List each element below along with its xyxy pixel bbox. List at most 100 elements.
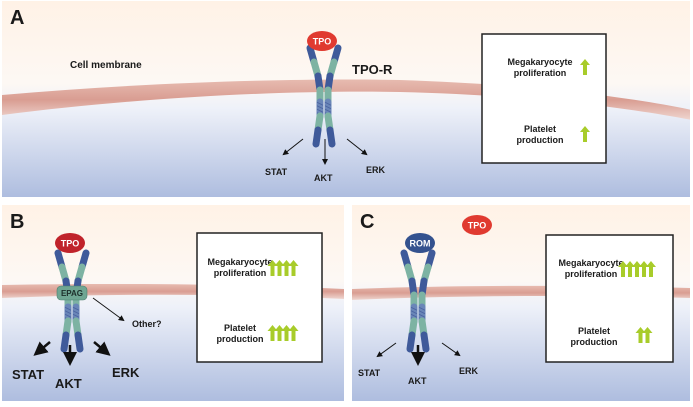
signal-arrow-erk [441, 342, 461, 357]
coil-mark [324, 101, 332, 106]
tpo-ligand: TPO [462, 215, 492, 235]
svg-text:TPO: TPO [313, 37, 332, 47]
coil-mark [64, 313, 72, 318]
signal-stat: STAT [265, 167, 288, 177]
up-arrow-icon [639, 261, 649, 277]
coil-mark [316, 105, 324, 110]
signal-arrow-erk [93, 341, 111, 356]
signal-stat: STAT [12, 367, 44, 382]
coil-mark [418, 313, 426, 318]
coil-mark [418, 310, 426, 315]
effects-box: Megakaryocyte proliferation Platelet pro… [196, 232, 323, 363]
effect-platelet-line1: Platelet [524, 124, 556, 134]
signal-akt: AKT [55, 376, 82, 391]
svg-text:TPO: TPO [61, 239, 80, 249]
coil-mark [418, 306, 426, 311]
svg-text:EPAG: EPAG [61, 289, 83, 298]
coil-mark [410, 310, 418, 315]
up-arrow-icon [625, 261, 635, 277]
tpo-ligand: TPO [307, 31, 337, 51]
coil-mark [72, 310, 80, 315]
up-arrow-icon [618, 261, 628, 277]
coil-mark [410, 306, 418, 311]
effect-platelet-line2: production [571, 337, 618, 347]
panel-a: A Cell membrane TPO-R TPO STAT AKT ERK M… [2, 1, 690, 197]
signal-akt: AKT [408, 376, 427, 386]
receptor-label: TPO-R [352, 62, 393, 77]
panel-b: B TPO EPAG Other? STAT AKT ERK Megakaryo… [2, 205, 344, 401]
panel-letter: A [10, 7, 24, 29]
up-arrow-icon [267, 325, 278, 341]
effect-platelet-line2: production [217, 334, 264, 344]
signal-erk: ERK [366, 165, 386, 175]
receptor-segment [326, 126, 336, 148]
up-arrow-icon [635, 327, 646, 343]
receptor-segment [74, 331, 84, 353]
receptor-segment [60, 331, 70, 353]
coil-mark [324, 105, 332, 110]
coil-mark [410, 313, 418, 318]
up-arrow-icon [288, 325, 299, 341]
epag-drug: EPAG [56, 285, 88, 301]
up-arrows-platelet [635, 327, 653, 343]
receptor-segment [406, 331, 416, 353]
coil-mark [316, 101, 324, 106]
panel-letter: B [10, 211, 24, 233]
up-arrow-icon [288, 260, 299, 276]
up-arrows-platelet [580, 126, 590, 142]
up-arrows-platelet [267, 325, 299, 341]
membrane-label: Cell membrane [70, 60, 142, 71]
effect-megakaryocyte-line2: proliferation [565, 269, 618, 279]
tpo-receptor [54, 249, 90, 353]
rom-drug: ROM [405, 233, 435, 253]
effect-platelet-line1: Platelet [578, 326, 610, 336]
tpo-receptor [306, 44, 342, 148]
coil-mark [64, 306, 72, 311]
svg-text:TPO: TPO [468, 221, 487, 231]
effect-megakaryocyte-line2: proliferation [514, 68, 567, 78]
up-arrows-megakaryocyte [618, 261, 656, 277]
up-arrow-icon [646, 261, 656, 277]
coil-mark [72, 306, 80, 311]
signal-erk: ERK [112, 365, 140, 380]
effect-platelet-line1: Platelet [224, 323, 256, 333]
signal-stat: STAT [358, 368, 381, 378]
signal-arrow-stat [376, 342, 397, 358]
svg-text:ROM: ROM [410, 239, 431, 249]
panel-c: C ROM TPO STAT AKT ERK Megakaryocyte pro… [352, 205, 690, 401]
up-arrow-icon [580, 126, 590, 142]
receptor-segment [312, 126, 322, 148]
tpo-receptor [400, 249, 436, 353]
receptor-segment [420, 331, 430, 353]
effects-box: Megakaryocyte proliferation Platelet pro… [481, 33, 607, 164]
up-arrow-icon [642, 327, 653, 343]
coil-mark [72, 313, 80, 318]
signal-arrow-stat [33, 341, 51, 356]
coil-mark [64, 310, 72, 315]
up-arrows-megakaryocyte [580, 59, 590, 75]
up-arrow-icon [580, 59, 590, 75]
up-arrow-icon [632, 261, 642, 277]
up-arrow-icon [267, 260, 278, 276]
up-arrows-megakaryocyte [267, 260, 299, 276]
effect-megakaryocyte-line2: proliferation [214, 268, 267, 278]
coil-mark [324, 108, 332, 113]
effect-megakaryocyte-line1: Megakaryocyte [207, 257, 272, 267]
up-arrow-icon [281, 260, 292, 276]
effect-megakaryocyte-line1: Megakaryocyte [558, 258, 623, 268]
tpo-ligand: TPO [55, 233, 85, 253]
signal-arrow-stat [282, 138, 304, 156]
up-arrow-icon [281, 325, 292, 341]
up-arrow-icon [274, 325, 285, 341]
signal-erk: ERK [459, 366, 479, 376]
panel-letter: C [360, 211, 374, 233]
signal-other: Other? [132, 319, 162, 329]
coil-mark [316, 108, 324, 113]
effect-megakaryocyte-line1: Megakaryocyte [507, 57, 572, 67]
effect-platelet-line2: production [517, 135, 564, 145]
effects-box: Megakaryocyte proliferation Platelet pro… [545, 234, 674, 363]
signal-arrow-erk [346, 138, 368, 156]
signal-arrow-other [92, 297, 125, 322]
signal-akt: AKT [314, 173, 333, 183]
